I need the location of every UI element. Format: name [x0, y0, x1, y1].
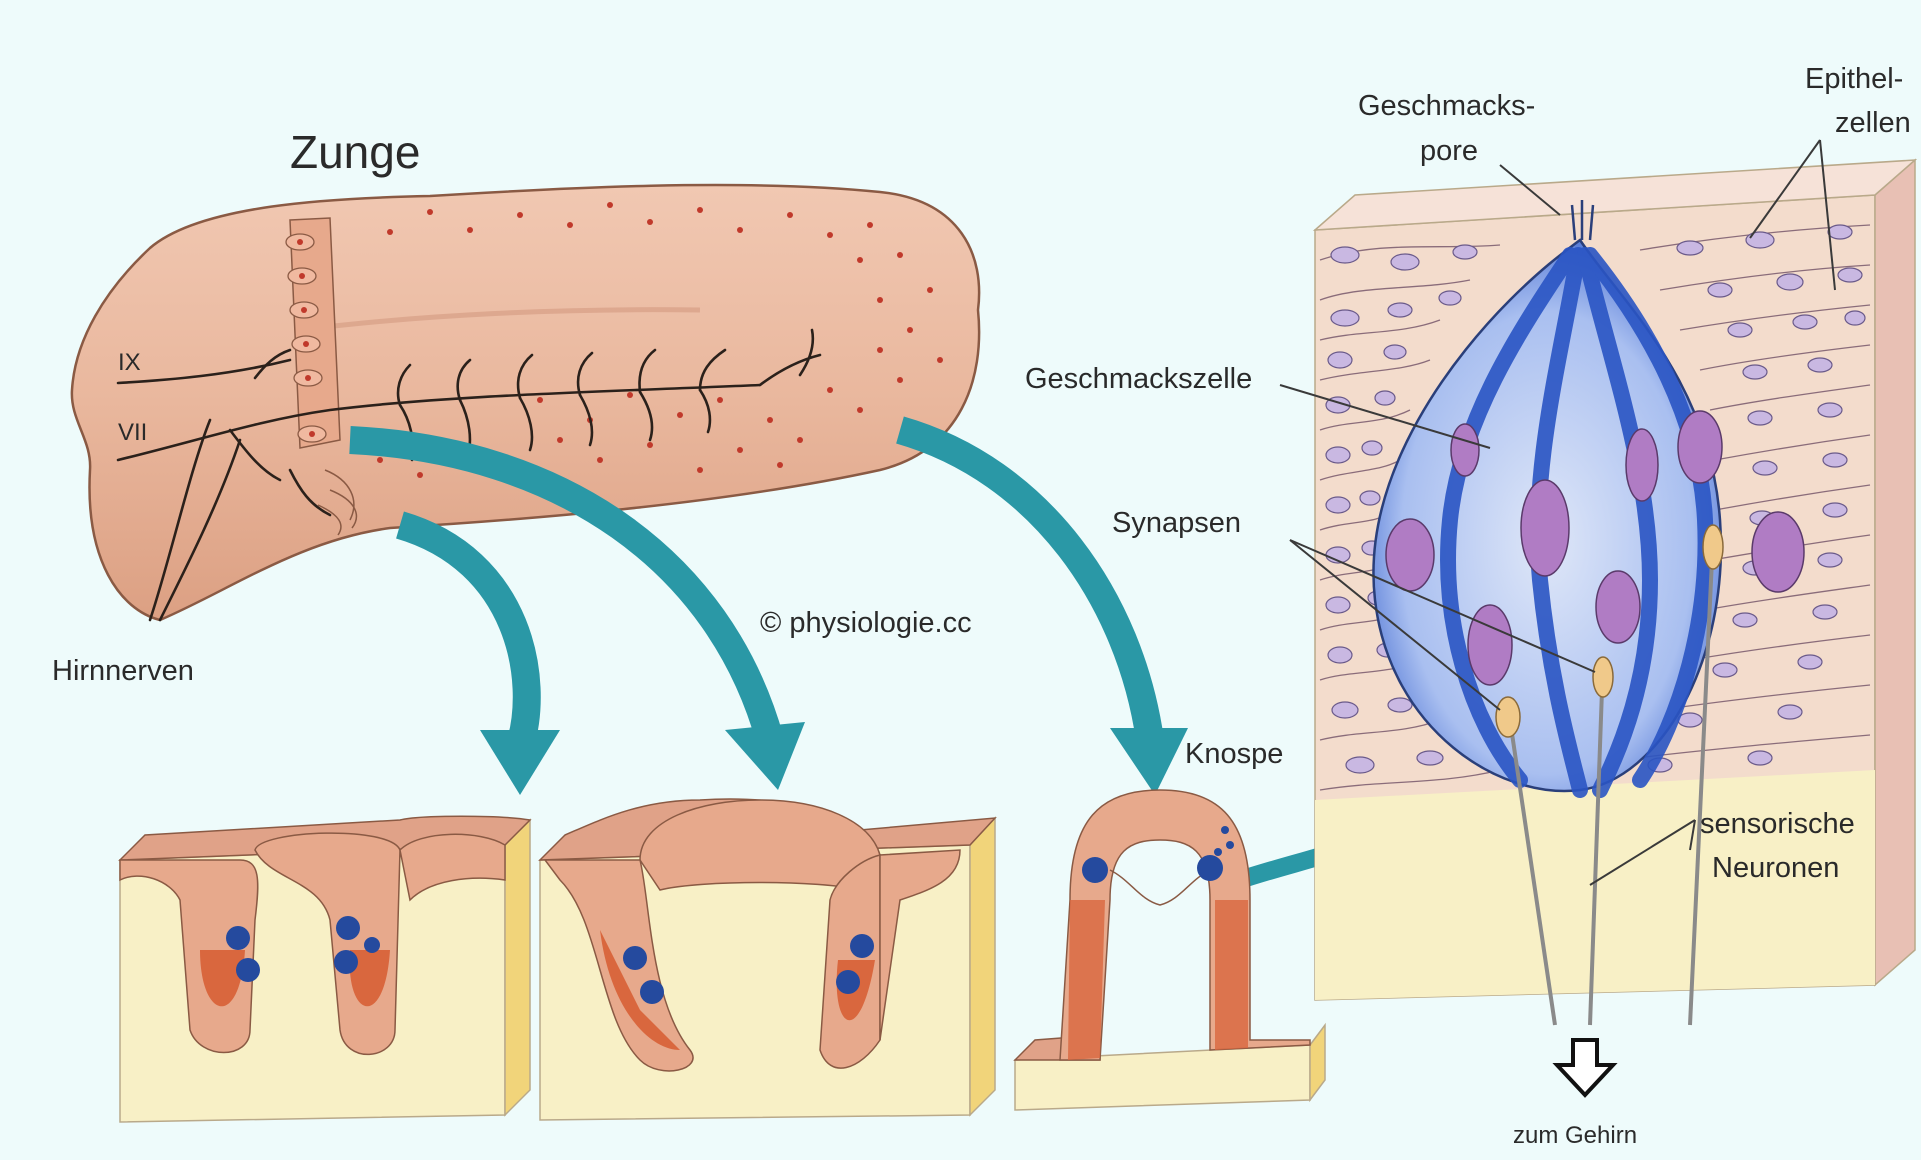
taste-bud-detail [1315, 160, 1915, 1095]
epithelial-cells-label-1: Epithel- [1805, 63, 1903, 95]
foliate-papillae-block [120, 816, 530, 1122]
taste-cell-label: Geschmackszelle [1025, 363, 1252, 395]
sensory-neurons-label-1: sensorische [1700, 808, 1855, 840]
vallate-papilla-block [540, 799, 995, 1120]
arrow-to-foliate [400, 525, 527, 745]
nerve-ix-label: IX [118, 349, 141, 376]
taste-pore-label-2: pore [1420, 135, 1478, 167]
copyright-label: © physiologie.cc [760, 607, 972, 639]
taste-pore-label-1: Geschmacks- [1358, 90, 1535, 122]
cranial-nerves-label: Hirnnerven [52, 655, 194, 687]
bud-label: Knospe [1185, 738, 1283, 770]
sensory-neurons-label-2: Neuronen [1712, 852, 1839, 884]
to-brain-arrow [1557, 1040, 1613, 1095]
fungiform-papilla-block [1015, 790, 1325, 1110]
diagram-title: Zunge [290, 126, 420, 178]
epithelial-cells-label-2: zellen [1835, 107, 1911, 139]
tongue: IX VII [72, 185, 979, 620]
tongue-body [72, 185, 979, 620]
nerve-vii-label: VII [118, 419, 147, 446]
arrow-to-fungiform [900, 430, 1150, 740]
to-brain-label: zum Gehirn [1513, 1122, 1637, 1149]
synapses-label: Synapsen [1112, 507, 1241, 539]
